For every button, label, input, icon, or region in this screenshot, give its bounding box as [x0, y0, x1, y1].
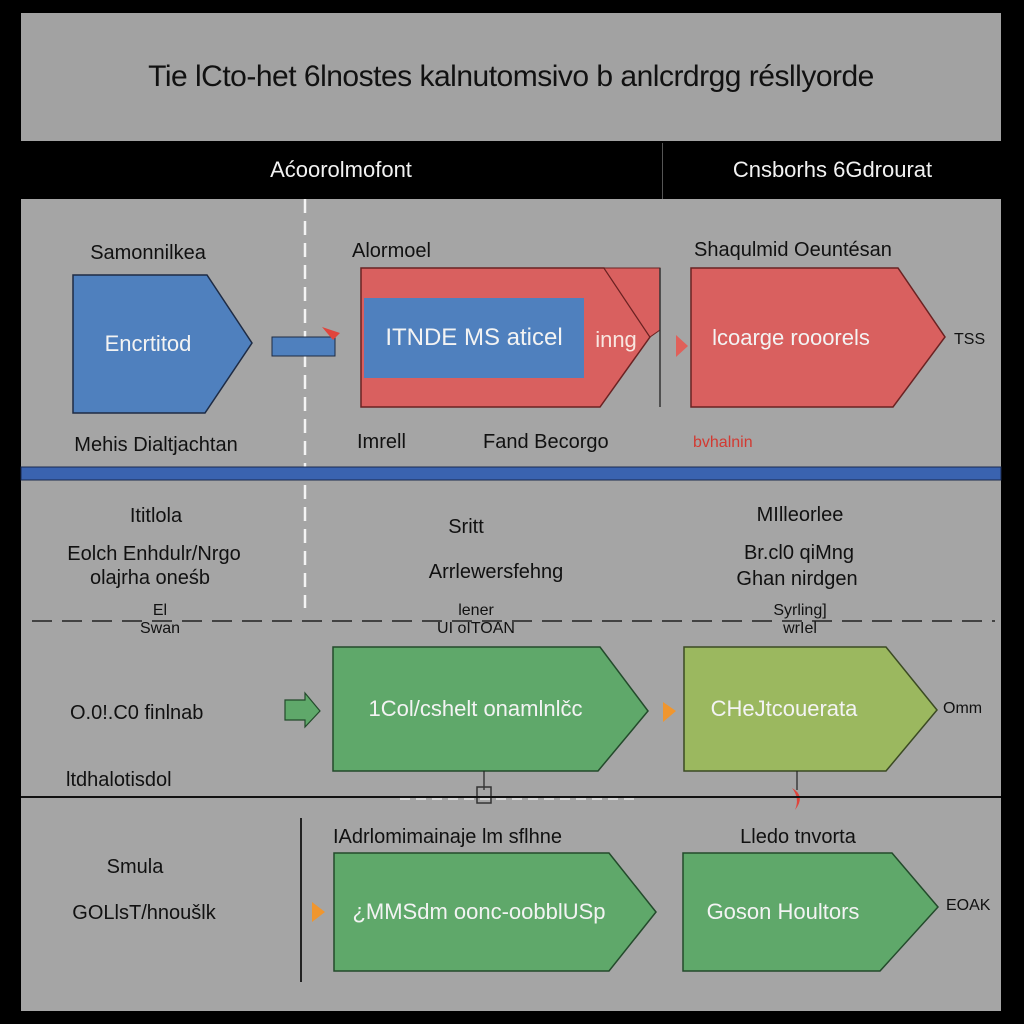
column-header-right: Cnsborhs 6Gdrourat	[732, 157, 933, 182]
diagram-title: Tie lCto-het 6lnostes kalnutomsivo b anl…	[148, 60, 874, 93]
green-output-shape-label: Goson Houltors	[706, 899, 860, 924]
blue-process-shape	[72, 274, 253, 414]
red-output-shape	[690, 267, 946, 408]
row2-col2-heading: Sritt	[448, 516, 484, 538]
red-arrow-tip-icon	[322, 327, 340, 340]
green-shape-label: 1Col/cshelt onamlnlčc	[368, 696, 583, 721]
row2-col3-foot-top: Syrling]	[773, 602, 827, 619]
row1-col3-bottom-label: bvhalnin	[693, 434, 753, 451]
row4-side-label: EOAK	[946, 897, 991, 914]
row2-col3-line1: Br.cl0 qiMng	[743, 542, 855, 564]
row2-col2-foot-bottom: UI oITOAN	[437, 620, 515, 637]
row2-col2-line1: Arrlewersfehng	[428, 561, 564, 583]
row2-col1-foot-top: El	[152, 602, 168, 619]
column-header-bar	[21, 141, 1001, 199]
row1-col2-top-label: Alormoel	[352, 240, 431, 262]
orange-triangle-marker-icon-2	[312, 902, 325, 922]
red-flag-marker-icon	[792, 788, 800, 810]
blue-arrow-connector	[271, 336, 336, 357]
blue-inner-block-label: ITNDE MS aticel	[385, 324, 563, 351]
row1-col2-bottom-right-label: Fand Becorgo	[483, 431, 609, 453]
row2-col1-foot-bottom: Swan	[139, 620, 181, 637]
red-shape-tail-label: inng	[595, 327, 637, 352]
red-triangle-marker-icon	[676, 335, 688, 357]
column-header-left: Aćoorolmofont	[270, 157, 412, 182]
row2-col3-line2: Ghan nirdgen	[736, 568, 858, 590]
title-panel	[21, 13, 1001, 141]
olive-shape-label: CHeJtcouerata	[710, 696, 858, 721]
red-output-shape-label: lcoarge rooorels	[712, 324, 870, 350]
row1-col3-top-label: Shaqulmid Oeuntésan	[694, 239, 892, 261]
row3-bottom-label: ltdhalotisdol	[66, 769, 172, 791]
row1-side-label: TSS	[954, 331, 986, 348]
row3-left-label: O.0!.C0 finlnab	[70, 702, 204, 724]
row2-col1-line2: olajrha oneśb	[89, 567, 211, 589]
green-process-shape-2	[333, 852, 657, 972]
row2-col3-foot-bottom: wrIel	[783, 620, 817, 637]
row1-col1-top-label: Samonnilkea	[90, 242, 206, 264]
row2-col1-heading: Ititlola	[129, 505, 183, 527]
blue-shape-label: Encrtitod	[104, 331, 192, 356]
row4-left-heading: Smula	[106, 856, 164, 878]
green-output-shape	[682, 852, 939, 972]
row1-col1-bottom-label: Mehis Dialtjachtan	[74, 434, 238, 456]
orange-triangle-marker-icon	[663, 702, 676, 722]
row3-side-label: Omm	[943, 700, 983, 717]
row4-right-top-label: Lledo tnvorta	[740, 826, 856, 848]
blue-inner-block	[364, 298, 584, 378]
row2-col2-foot-top: lener	[458, 602, 494, 619]
header-divider	[662, 143, 663, 199]
blue-separator-bar	[20, 466, 1002, 481]
row1-col2-bottom-left-label: Imrell	[357, 431, 406, 453]
junction-box-icon	[476, 786, 492, 804]
row2-col3-heading: MIlleorlee	[756, 504, 844, 526]
green-shape-2-label: ¿MMSdm oonc-oobblUSp	[352, 899, 606, 924]
olive-process-shape	[683, 646, 938, 772]
row4-left-label: GOLlsT/hnoušlk	[72, 902, 216, 924]
row4-mid-top-label: IAdrlomimainaje lm sflhne	[333, 826, 562, 848]
green-process-shape	[332, 646, 649, 772]
green-arrow-connector-icon	[284, 691, 321, 729]
row2-col1-line1: Eolch Enhdulr/Nrgo	[67, 543, 241, 565]
